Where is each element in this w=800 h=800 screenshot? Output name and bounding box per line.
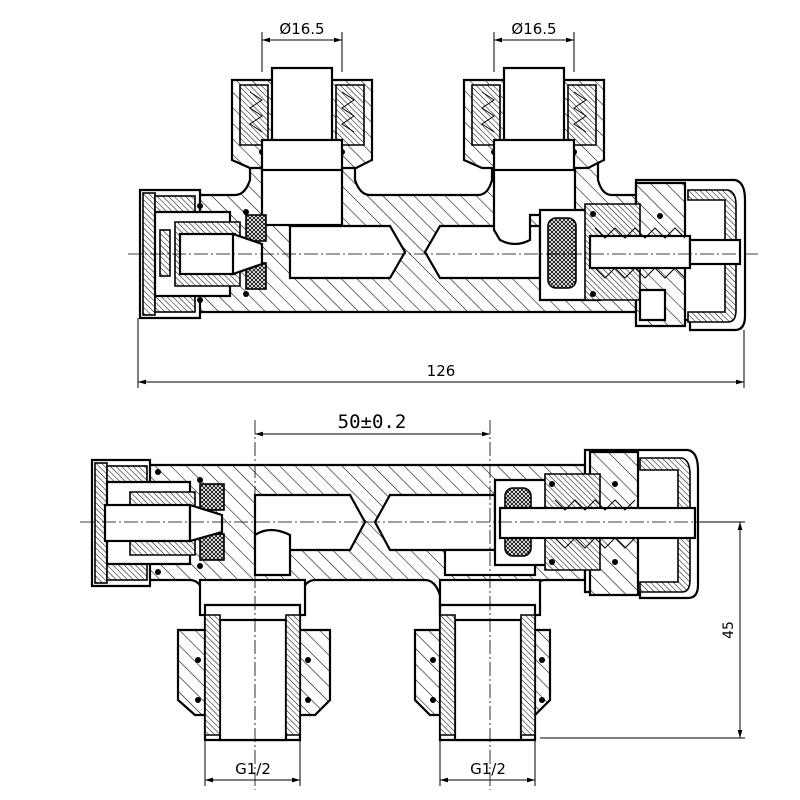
bottom-bore-right xyxy=(373,493,497,552)
top-overall-length-label: 126 xyxy=(427,362,456,380)
top-left-diameter-dimension: Ø16.5 xyxy=(261,20,343,72)
top-view: Ø16.5 Ø16.5 126 xyxy=(128,20,760,388)
bottom-left-pipe-fitting xyxy=(176,578,332,742)
bottom-bore-left-drop xyxy=(253,528,292,577)
bottom-view: 50±0.2 45 G1/2 G1/2 xyxy=(80,411,745,790)
bottom-right-pipe-fitting xyxy=(413,578,552,742)
top-right-diameter-label: Ø16.5 xyxy=(511,20,556,38)
bottom-left-thread-dimension: G1/2 xyxy=(204,740,301,786)
top-right-diameter-dimension: Ø16.5 xyxy=(493,20,575,72)
bottom-height-label: 45 xyxy=(721,621,737,639)
top-outlet-left-bore xyxy=(260,163,344,227)
bottom-right-thread-dimension: G1/2 xyxy=(439,740,536,786)
bottom-right-valve-head xyxy=(493,448,700,600)
top-bore-left xyxy=(288,224,407,280)
top-left-diameter-label: Ø16.5 xyxy=(279,20,324,38)
bottom-left-thread-label: G1/2 xyxy=(235,760,271,778)
bottom-spacing-label: 50±0.2 xyxy=(338,411,407,433)
top-right-valve-head xyxy=(538,178,747,332)
top-right-compression-fitting xyxy=(462,66,606,172)
bottom-right-thread-label: G1/2 xyxy=(470,760,506,778)
top-left-compression-fitting xyxy=(230,66,374,172)
bottom-spacing-dimension: 50±0.2 xyxy=(255,411,490,437)
bottom-height-dimension: 45 xyxy=(540,521,745,739)
top-overall-length-dimension: 126 xyxy=(137,318,745,388)
bottom-left-endcap xyxy=(90,458,225,588)
